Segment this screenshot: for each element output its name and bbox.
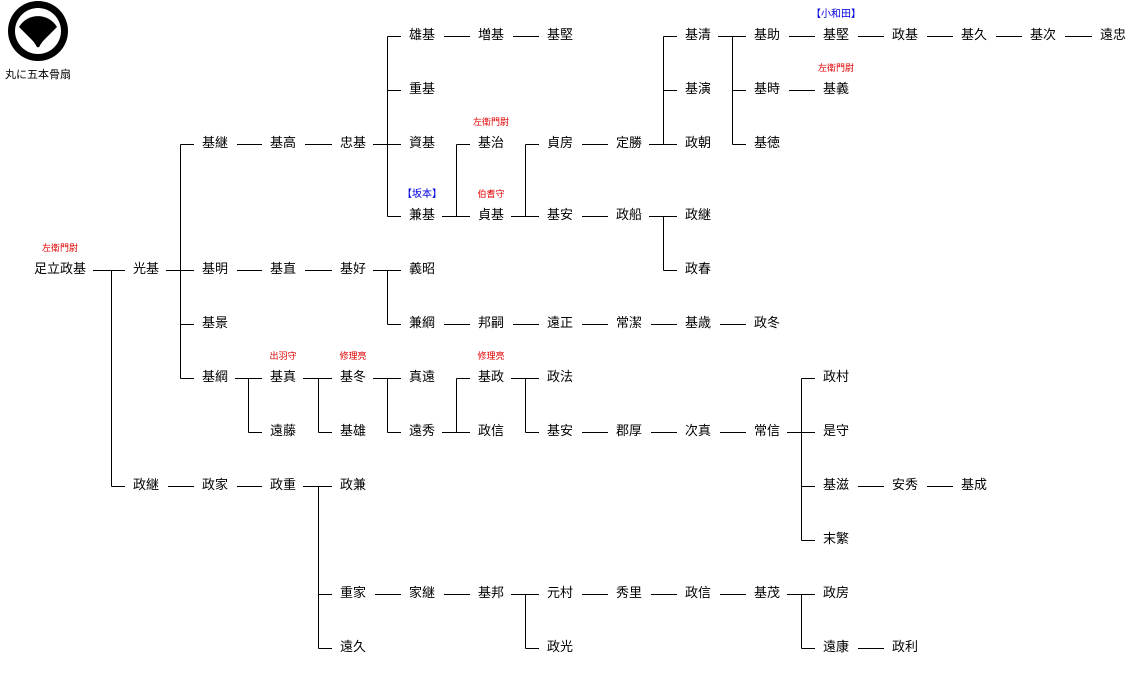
person-node: 政房	[823, 586, 850, 601]
title-note: 修理亮	[477, 352, 505, 362]
family-branch-label: 【小和田】	[811, 9, 861, 20]
person-node: 基綱	[202, 370, 229, 385]
person-node: 基次	[1030, 28, 1057, 43]
title-note: 伯耆守	[477, 190, 505, 200]
person-node: 定勝	[616, 136, 643, 151]
person-node: 基助	[754, 28, 781, 43]
person-node: 郡厚	[616, 424, 643, 439]
person-node: 雄基	[409, 28, 436, 43]
person-node: 常信	[754, 424, 781, 439]
person-node: 基継	[202, 136, 229, 151]
person-node: 遠久	[340, 640, 367, 655]
title-note: 左衛門尉	[472, 118, 510, 128]
person-node: 政重	[270, 478, 297, 493]
person-node: 基成	[961, 478, 988, 493]
person-node: 基冬	[340, 370, 367, 385]
person-node: 政冬	[754, 316, 781, 331]
person-node: 基邦	[478, 586, 505, 601]
person-node: 政家	[202, 478, 229, 493]
person-node: 真遠	[409, 370, 436, 385]
person-node: 政船	[616, 208, 643, 223]
person-node: 基雄	[340, 424, 367, 439]
person-node: 政光	[547, 640, 574, 655]
person-node: 兼綱	[409, 316, 436, 331]
person-node: 遠正	[547, 316, 574, 331]
person-node: 政基	[892, 28, 919, 43]
person-node: 末繁	[823, 532, 850, 547]
person-node: 政春	[685, 262, 712, 277]
crest-label: 丸に五本骨扇	[5, 68, 71, 81]
person-node: 遠秀	[409, 424, 436, 439]
person-node: 是守	[823, 424, 850, 439]
person-node: 政朝	[685, 136, 712, 151]
person-node: 常潔	[616, 316, 643, 331]
person-node: 忠基	[340, 136, 367, 151]
person-node: 家継	[409, 586, 436, 601]
person-node: 貞基	[478, 208, 505, 223]
person-node: 兼基	[409, 208, 436, 223]
person-node: 政利	[892, 640, 919, 655]
person-node: 政兼	[340, 478, 367, 493]
person-node: 足立政基	[34, 262, 87, 277]
person-node: 光基	[133, 262, 160, 277]
person-node: 政継	[685, 208, 712, 223]
person-node: 政継	[133, 478, 160, 493]
person-node: 政法	[547, 370, 574, 385]
title-note: 左衛門尉	[41, 244, 79, 254]
family-branch-label: 【坂本】	[402, 189, 442, 200]
person-node: 義昭	[409, 262, 436, 277]
person-node: 増基	[478, 28, 505, 43]
person-node: 基義	[823, 82, 850, 97]
person-node: 政信	[478, 424, 505, 439]
person-node: 政村	[823, 370, 850, 385]
person-node: 基直	[270, 262, 297, 277]
person-node: 基堅	[823, 28, 850, 43]
person-node: 基歳	[685, 316, 712, 331]
person-node: 安秀	[892, 478, 919, 493]
person-node: 遠忠	[1100, 28, 1127, 43]
person-node: 基滋	[823, 478, 850, 493]
person-node: 資基	[409, 136, 436, 151]
person-node: 重家	[340, 586, 367, 601]
title-note: 出羽守	[269, 352, 297, 362]
title-note: 修理亮	[339, 352, 367, 362]
person-node: 邦嗣	[478, 316, 505, 331]
person-node: 基久	[961, 28, 988, 43]
person-node: 基治	[478, 136, 505, 151]
person-node: 基堅	[547, 28, 574, 43]
person-node: 次真	[685, 424, 712, 439]
person-node: 基景	[202, 316, 229, 331]
person-node: 基時	[754, 82, 781, 97]
person-node: 重基	[409, 82, 436, 97]
person-node: 基好	[340, 262, 367, 277]
title-note: 左衛門尉	[817, 64, 855, 74]
person-node: 遠康	[823, 640, 850, 655]
person-node: 貞房	[547, 136, 574, 151]
person-node: 基安	[547, 208, 574, 223]
person-node: 元村	[547, 586, 574, 601]
person-node: 政信	[685, 586, 712, 601]
person-node: 基徳	[754, 136, 781, 151]
person-node: 基高	[270, 136, 297, 151]
person-node: 基演	[685, 82, 712, 97]
person-node: 基清	[685, 28, 712, 43]
person-node: 基真	[270, 370, 297, 385]
person-node: 遠藤	[270, 424, 297, 439]
person-node: 基政	[478, 370, 505, 385]
person-node: 基茂	[754, 586, 781, 601]
person-node: 基明	[202, 262, 229, 277]
person-node: 秀里	[616, 586, 643, 601]
person-node: 基安	[547, 424, 574, 439]
fan-in-circle-crest-icon	[8, 1, 68, 61]
